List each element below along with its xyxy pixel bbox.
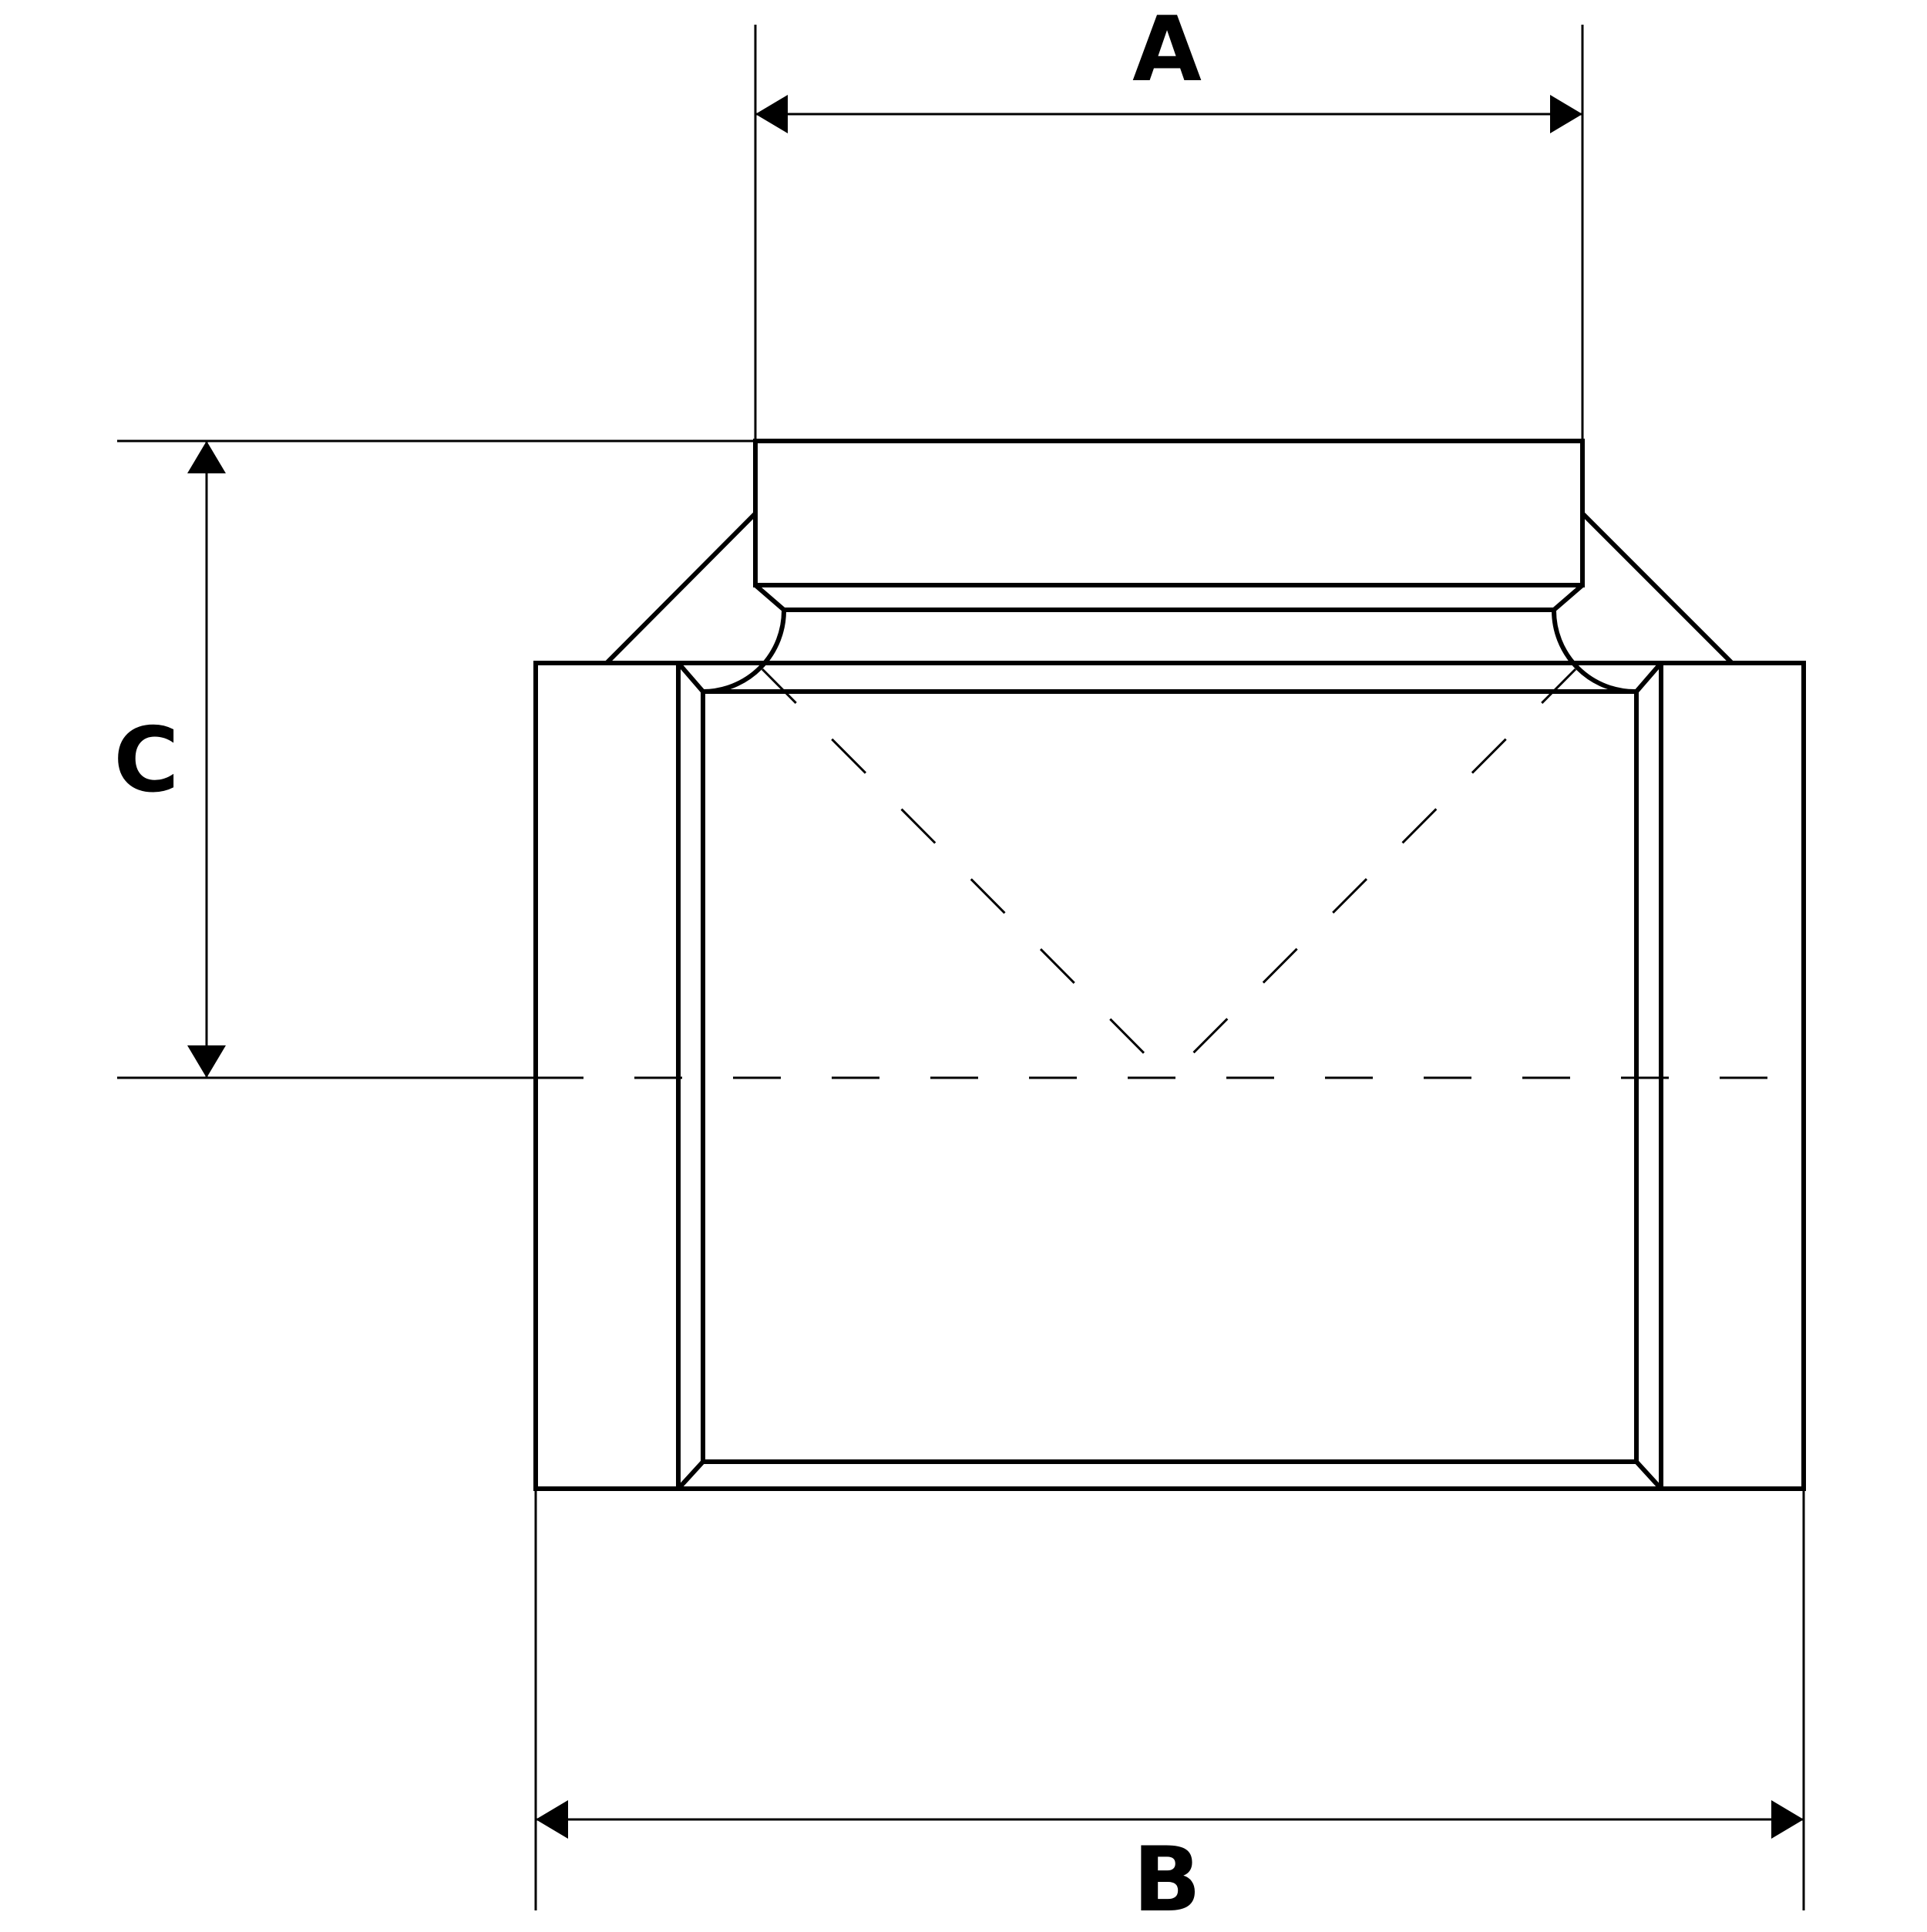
- bevel-top-right: [1634, 661, 1663, 693]
- dimension-b-label: B: [1133, 1828, 1201, 1932]
- branch-shoulder-right: [1580, 511, 1734, 665]
- fillet-arc-right: [1551, 609, 1637, 695]
- bevel-top-left: [676, 661, 705, 693]
- tee-branch: [604, 439, 1734, 695]
- tee-run-body: [533, 661, 1806, 1491]
- branch-collar: [753, 439, 1585, 587]
- dimension-c: C: [113, 439, 755, 1079]
- hidden-lines: [536, 668, 1804, 1079]
- fillet-arc-left: [702, 609, 787, 694]
- branch-bevel-right: [1552, 583, 1584, 612]
- branch-shoulder-left: [604, 511, 758, 665]
- dimension-b: B: [534, 1489, 1805, 1932]
- hidden-line-right-diagonal: [1167, 668, 1577, 1079]
- dimension-a: A: [754, 0, 1584, 441]
- run-outer-outline: [533, 661, 1806, 1491]
- branch-bevel-left: [754, 583, 785, 612]
- dimension-a-label: A: [1132, 0, 1202, 102]
- bevel-bottom-right: [1634, 1459, 1663, 1491]
- bevel-bottom-left: [676, 1459, 705, 1491]
- hidden-line-left-diagonal: [761, 668, 1170, 1079]
- dimension-c-label: C: [113, 709, 179, 813]
